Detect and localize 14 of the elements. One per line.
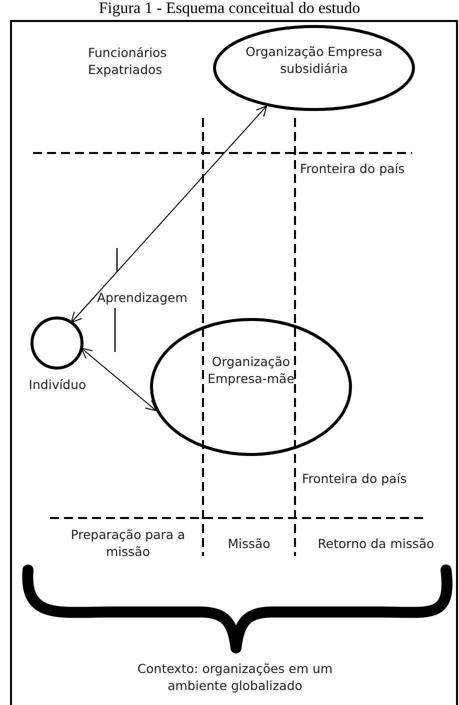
arrow: [70, 106, 268, 323]
figure-title: Figura 1 - Esquema conceitual do estudo: [98, 0, 362, 18]
node-label: Organização Empresa-mãe: [206, 353, 296, 387]
phase-label: Missão: [226, 535, 272, 552]
context-label: Contexto: organizações em um ambiente globalizado: [136, 660, 334, 694]
node-label: Organização Empresa subsidiária: [244, 43, 384, 77]
boundary-label: Fronteira do país: [302, 470, 408, 487]
arrow: [81, 348, 157, 412]
phase-label: Retorno da missão: [316, 535, 436, 552]
phase-label: Preparação para a missão: [70, 526, 186, 560]
label-text: Funcionários Expatriados: [88, 44, 168, 78]
boundary-label: Fronteira do país: [300, 160, 406, 177]
node-label: Indivíduo: [28, 376, 88, 393]
label-text: Aprendizagem: [97, 289, 188, 306]
